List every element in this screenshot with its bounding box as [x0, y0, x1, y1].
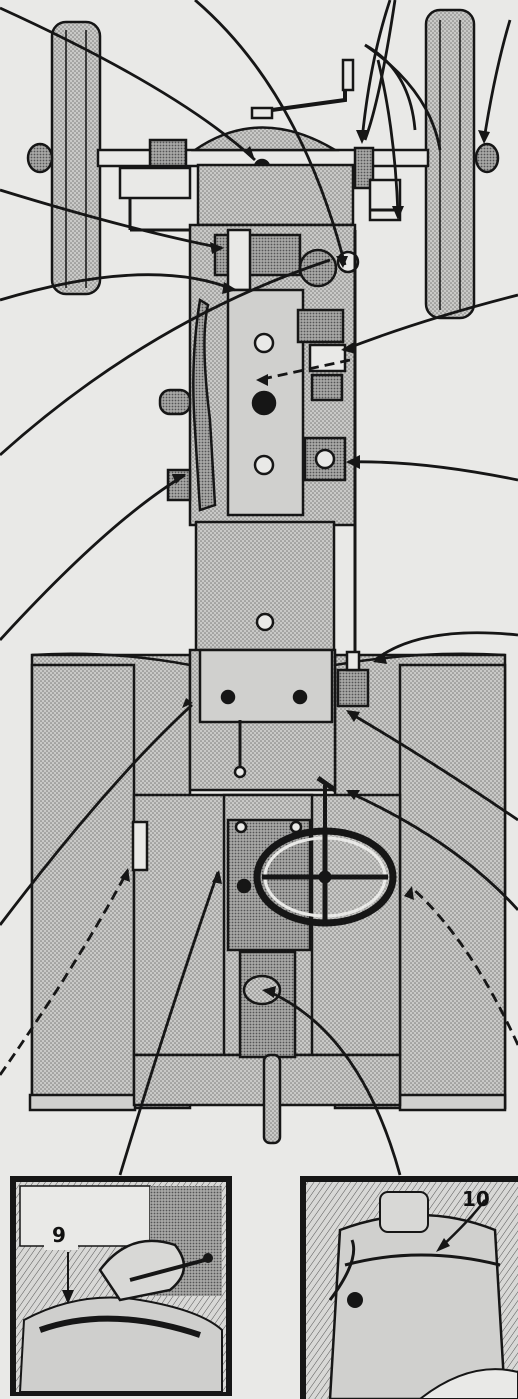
front-right-wheel	[424, 8, 476, 320]
inset-9: 9	[10, 1176, 232, 1396]
radiator	[196, 163, 355, 227]
front-axle-assembly	[26, 8, 500, 320]
rear-wheel-right	[398, 663, 507, 1110]
generator	[298, 248, 338, 288]
radiator-top	[190, 126, 340, 152]
steering-wheel	[253, 775, 397, 927]
inset-10: 10	[300, 1176, 518, 1399]
engine-block	[158, 163, 360, 527]
front-left-hub	[26, 142, 54, 174]
front-left-wheel	[50, 20, 102, 296]
leader-lines	[0, 0, 518, 1176]
arrowheads	[120, 130, 490, 998]
callout-label-10: 10	[462, 1187, 490, 1211]
clutch-housing	[194, 230, 357, 660]
front-right-hub	[474, 142, 500, 174]
dashed-leaders	[0, 358, 518, 1076]
callout-label-9: 9	[52, 1223, 66, 1247]
rear-wheel-left	[30, 663, 136, 1110]
rear-axle-assembly	[28, 648, 507, 1145]
